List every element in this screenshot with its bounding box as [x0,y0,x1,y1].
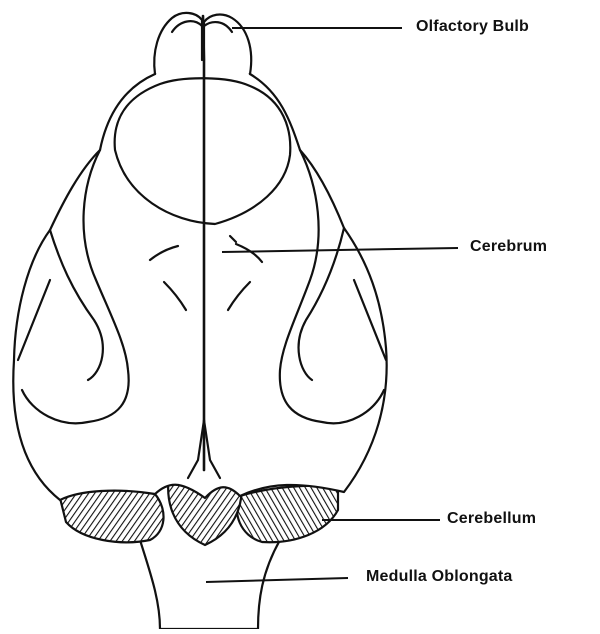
cerebellum-left-lobe [60,489,164,542]
label-cerebrum: Cerebrum [470,238,547,256]
cerebellum-right-lobe [237,486,338,543]
medulla-oblongata-shape [140,540,280,629]
label-olfactory-bulb: Olfactory Bulb [416,18,529,36]
longitudinal-fissure [203,16,204,470]
label-medulla-oblongata: Medulla Oblongata [366,568,513,586]
label-cerebellum: Cerebellum [447,510,536,528]
